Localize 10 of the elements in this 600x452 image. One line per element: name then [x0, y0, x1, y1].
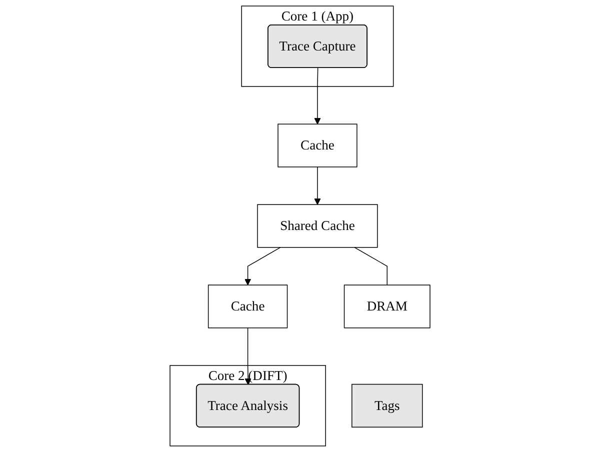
arrow: [314, 68, 321, 124]
node-box: DRAM: [344, 284, 430, 328]
arrow: [314, 166, 321, 205]
node-box: Shared Cache: [257, 204, 378, 248]
arrow: [244, 328, 252, 385]
node-box: Cache: [208, 284, 288, 328]
arrow: [244, 247, 281, 286]
connector: [354, 247, 388, 286]
node-box: Tags: [352, 384, 423, 428]
node-box: Cache: [278, 124, 358, 168]
